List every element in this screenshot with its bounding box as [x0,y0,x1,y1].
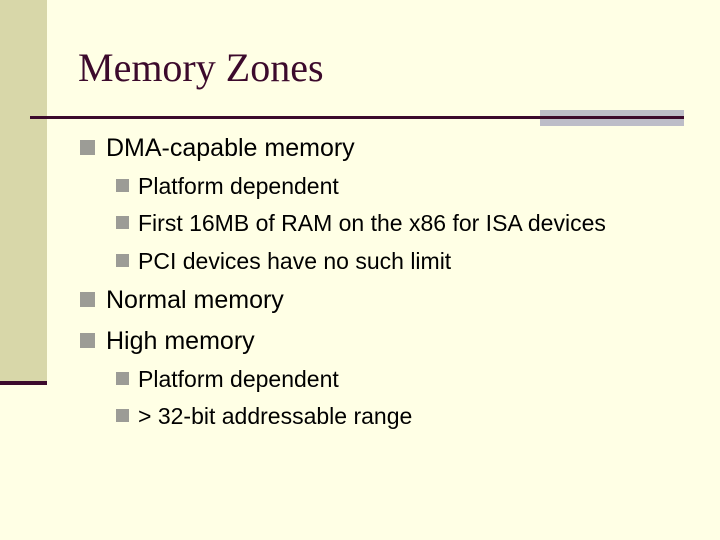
bullet-text: High memory [106,327,255,355]
square-bullet-icon [116,409,129,423]
square-bullet-icon [116,216,129,230]
left-decorative-bar [0,0,47,385]
bullet-text: PCI devices have no such limit [138,248,452,274]
bullet-text: First 16MB of RAM on the x86 for ISA dev… [138,210,606,236]
bullet-text: Normal memory [106,286,284,314]
bullet-item-dma-first16: First 16MB of RAM on the x86 for ISA dev… [116,209,606,237]
bullet-item-high-platform: Platform dependent [116,365,339,393]
square-bullet-icon [80,291,95,307]
square-bullet-icon [116,254,129,268]
square-bullet-icon [80,139,95,155]
bullet-item-high-range: > 32-bit addressable range [116,402,412,430]
bullet-text: Platform dependent [138,366,339,392]
bullet-item-dma: DMA-capable memory [80,133,355,163]
bullet-item-dma-platform: Platform dependent [116,172,339,200]
slide-title: Memory Zones [78,45,324,90]
square-bullet-icon [116,372,129,386]
bullet-item-high: High memory [80,326,255,356]
bullet-text: > 32-bit addressable range [138,403,413,429]
bullet-item-dma-pci: PCI devices have no such limit [116,247,451,275]
bullet-text: Platform dependent [138,173,339,199]
square-bullet-icon [116,179,129,193]
title-rule [30,116,684,119]
square-bullet-icon [80,332,95,348]
left-bar-accent-line [0,381,47,385]
bullet-text: DMA-capable memory [106,134,355,162]
bullet-item-normal: Normal memory [80,285,284,315]
